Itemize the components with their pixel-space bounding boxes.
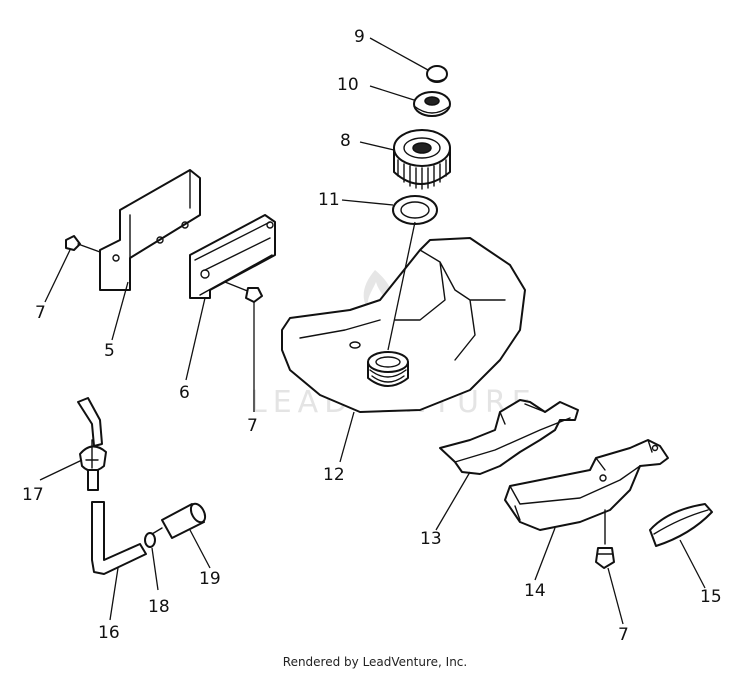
leader-18 bbox=[151, 547, 159, 591]
part-10-grommet bbox=[413, 91, 451, 117]
callout-17: 17 bbox=[22, 485, 44, 505]
part-7-bolt-middle bbox=[224, 281, 263, 303]
callout-15: 15 bbox=[700, 587, 722, 607]
part-9-cap bbox=[426, 65, 448, 83]
leader-7c bbox=[607, 567, 624, 625]
callout-18: 18 bbox=[148, 597, 170, 617]
part-15-pad bbox=[649, 503, 713, 547]
part-11-gasket bbox=[392, 195, 438, 225]
leader-19 bbox=[189, 529, 211, 569]
part-12-fuel-tank bbox=[281, 237, 526, 413]
leader-7a bbox=[44, 249, 71, 303]
callout-7-middle: 7 bbox=[247, 416, 258, 436]
callouts: 9 10 8 11 7 5 6 7 12 17 13 14 15 19 18 1… bbox=[22, 27, 722, 645]
callout-5: 5 bbox=[104, 341, 115, 361]
callout-7-right: 7 bbox=[618, 625, 629, 645]
leader-16 bbox=[109, 567, 119, 621]
part-8-fuel-cap bbox=[393, 129, 451, 190]
leader-lines bbox=[39, 37, 706, 625]
part-7-bolt-right bbox=[595, 509, 615, 569]
callout-8: 8 bbox=[340, 131, 351, 151]
callout-11: 11 bbox=[318, 190, 340, 210]
callout-7-left: 7 bbox=[35, 303, 46, 323]
leader-5 bbox=[111, 281, 129, 341]
callout-12: 12 bbox=[323, 465, 345, 485]
part-14-cover bbox=[504, 439, 669, 531]
callout-6: 6 bbox=[179, 383, 190, 403]
part-19-filter bbox=[151, 502, 207, 539]
part-18-clip bbox=[144, 532, 156, 548]
leader-14 bbox=[534, 527, 556, 581]
leader-12 bbox=[339, 411, 355, 463]
callout-9: 9 bbox=[354, 27, 365, 47]
callout-19: 19 bbox=[199, 569, 221, 589]
callout-16: 16 bbox=[98, 623, 120, 643]
watermark-flame-icon bbox=[363, 270, 393, 314]
part-17-fuel-line bbox=[77, 397, 107, 491]
leader-11 bbox=[341, 199, 394, 206]
part-6-bracket bbox=[189, 214, 276, 299]
footer-credit: Rendered by LeadVenture, Inc. bbox=[282, 655, 468, 669]
leader-6 bbox=[185, 297, 206, 381]
leader-8 bbox=[359, 141, 395, 151]
leader-11-axis bbox=[387, 221, 416, 351]
leader-13 bbox=[435, 471, 471, 531]
leader-15 bbox=[679, 539, 706, 589]
callout-13: 13 bbox=[420, 529, 442, 549]
part-13-shield bbox=[439, 399, 579, 475]
callout-14: 14 bbox=[524, 581, 546, 601]
part-5-bracket bbox=[99, 169, 201, 291]
callout-10: 10 bbox=[337, 75, 359, 95]
part-16-fuel-hose bbox=[91, 501, 147, 575]
leader-17 bbox=[39, 459, 83, 481]
leader-10 bbox=[369, 85, 415, 101]
part-7-bolt-left bbox=[65, 235, 101, 253]
leader-9 bbox=[369, 37, 429, 71]
